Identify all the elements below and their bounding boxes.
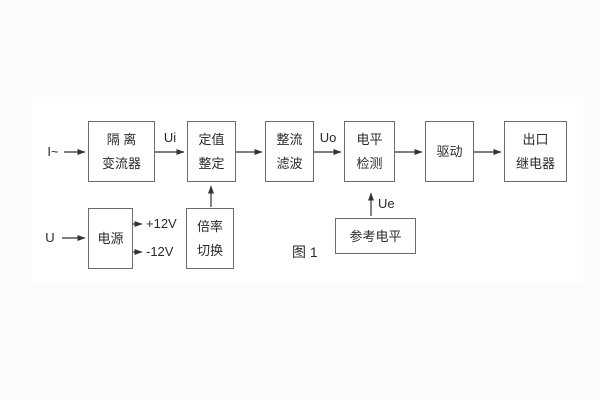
block-label-line2: 滤波 [276,156,303,171]
block-level-detect: 电平 检测 [344,121,395,182]
block-setting-adjustment: 定值 整定 [187,121,236,182]
block-rectify-filter: 整流 滤波 [265,121,314,182]
block-label-line2: 检测 [356,156,383,171]
block-label: 驱动 [436,144,463,159]
block-label-line1: 整流 [276,132,303,147]
block-label: 参考电平 [349,228,402,244]
block-label-line1: 出口 [522,132,549,147]
figure-caption: 图 1 [292,244,318,260]
block-label: 电源 [97,231,124,246]
block-label-line2: 切换 [196,243,223,258]
block-label-line1: 定值 [198,132,225,147]
input-current-label: I~ [47,144,59,159]
block-output-relay: 出口 继电器 [504,121,567,182]
rail-negative-label: -12V [146,244,174,259]
block-label-line2: 整定 [198,156,225,171]
block-label-line1: 倍率 [196,219,223,234]
block-isolation-transformer: 隔 离 变流器 [88,121,155,182]
signal-ue-label: Ue [378,196,395,211]
signal-ui-label: Ui [163,130,177,145]
block-power-supply: 电源 [88,208,133,269]
block-drive: 驱动 [425,121,474,182]
block-label-line1: 电平 [356,132,383,147]
block-label-line1: 隔 离 [106,132,137,147]
input-voltage-label: U [45,230,55,245]
block-reference-level: 参考电平 [335,218,416,254]
block-label-line2: 继电器 [515,156,555,171]
rail-positive-label: +12V [146,216,177,231]
block-ratio-switch: 倍率 切换 [186,208,234,269]
block-label-line2: 变流器 [101,156,141,171]
signal-uo-label: Uo [319,130,337,145]
